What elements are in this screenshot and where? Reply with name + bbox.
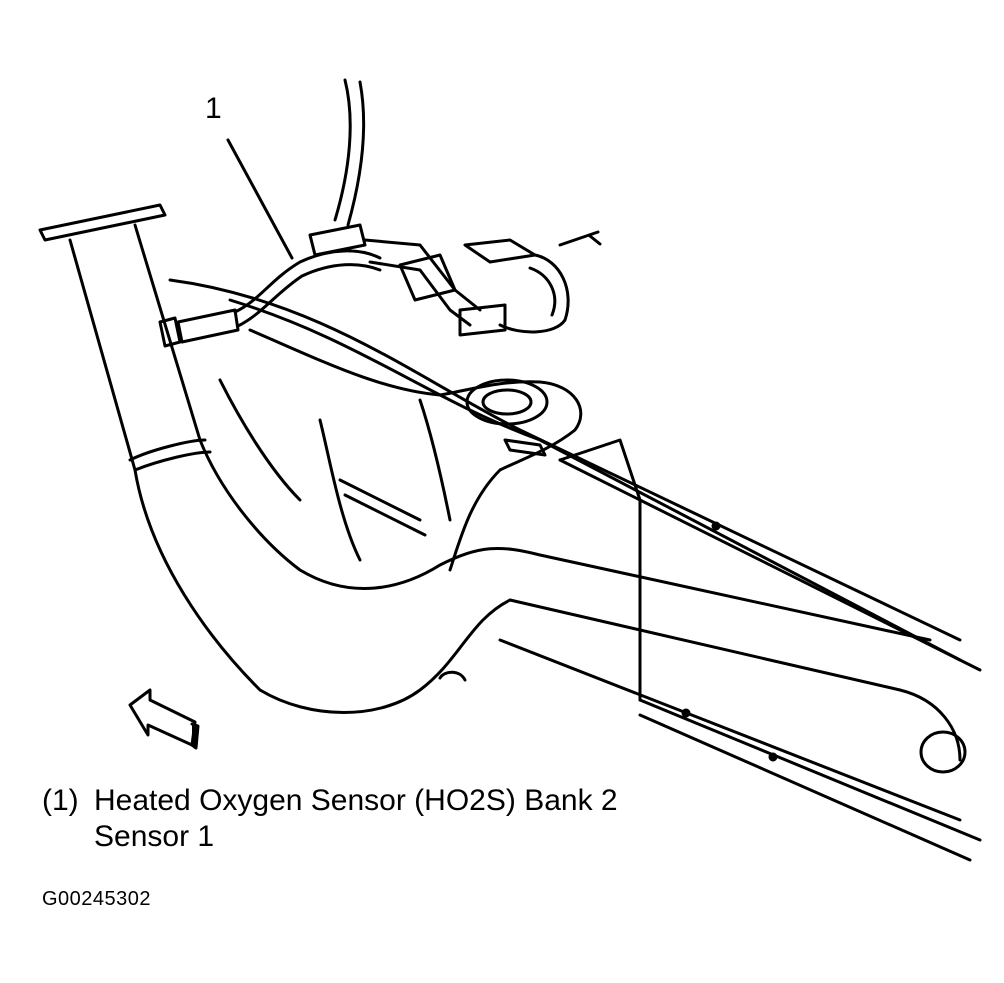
direction-arrow-icon (128, 688, 200, 750)
vehicle-frame-rail (168, 278, 982, 862)
crossmember (218, 328, 583, 572)
callout-number: 1 (205, 92, 222, 125)
exhaust-pipe (38, 203, 967, 774)
legend-number: (1) (42, 784, 79, 817)
legend-line-2: Sensor 1 (94, 820, 215, 853)
wiring-harness (308, 78, 602, 337)
legend-line-1: Heated Oxygen Sensor (HO2S) Bank 2 (94, 784, 618, 817)
oxygen-sensor (158, 138, 382, 348)
figure-id: G00245302 (42, 888, 152, 910)
